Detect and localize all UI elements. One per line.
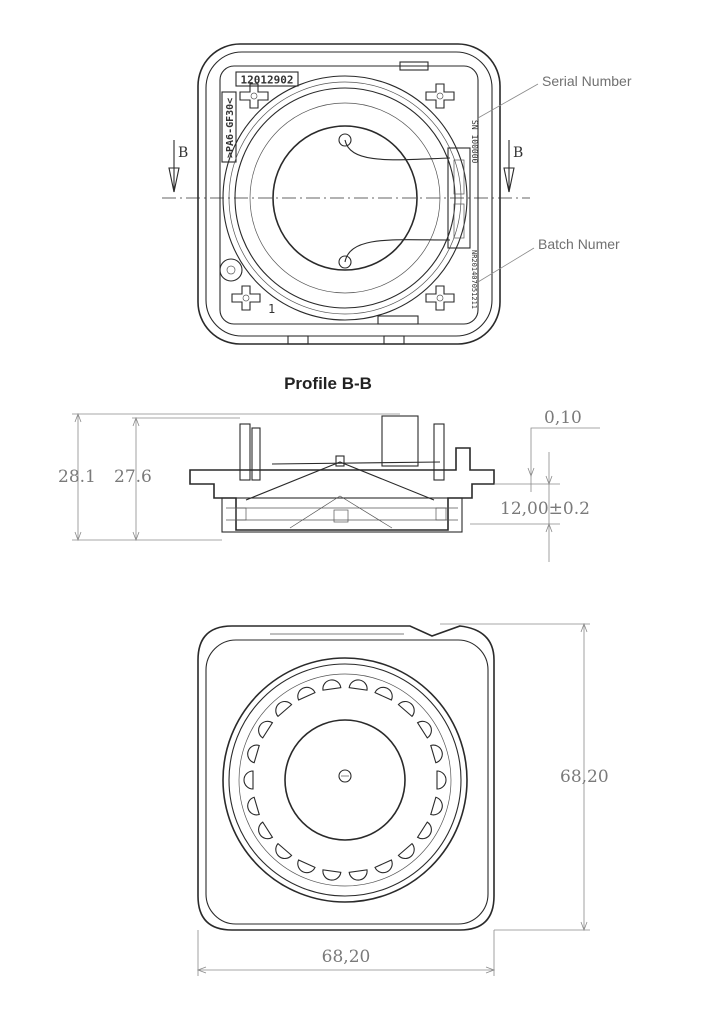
flange-dim: 12,00±0.2 [500, 499, 590, 519]
part-number: 12012902 [241, 74, 294, 87]
post-right [433, 423, 445, 481]
bottom-ring-3 [238, 673, 452, 887]
material-label: >PA6-GF30< [225, 98, 236, 158]
wire-bottom [344, 239, 451, 263]
profile-title: Profile B-B [284, 374, 372, 393]
housing-inner-outline [205, 51, 493, 337]
bottom-tab-left [287, 335, 309, 345]
vent-slot [322, 679, 342, 691]
mount-top-right [425, 83, 455, 109]
terminal-top [338, 133, 352, 147]
vent-slot [430, 744, 443, 764]
profile-connector [381, 415, 419, 467]
offset-dim: 0,10 [544, 408, 582, 428]
date-wheel-icon [219, 258, 243, 282]
mount-bottom-right [425, 285, 455, 311]
bottom-ring-2 [228, 663, 462, 897]
vent-slot [322, 869, 342, 881]
batch-number-callout: Batch Numer [538, 236, 620, 252]
vent-slot [258, 720, 274, 739]
vent-slot [247, 796, 260, 816]
connector-pin-top [453, 159, 465, 195]
section-marker-left: B [178, 145, 188, 161]
profile-wire [271, 461, 441, 465]
post-left-1 [239, 423, 251, 481]
bottom-inner-outline [205, 639, 489, 925]
section-marker-right: B [513, 145, 523, 161]
vent-slot [275, 842, 293, 860]
bottom-slot [377, 315, 419, 325]
height-body-dim: 27.6 [114, 467, 152, 487]
vent-slot [258, 821, 274, 840]
mount-top-left [239, 83, 269, 109]
top-tab [399, 61, 429, 71]
center-opening [272, 125, 418, 271]
vent-slot [430, 796, 443, 816]
vent-slot [416, 821, 432, 840]
housing-outer-outline [197, 43, 501, 345]
vent-slot [374, 686, 393, 701]
post-left-2 [251, 427, 261, 481]
bottom-center-disc [284, 719, 406, 841]
vent-slot [297, 686, 316, 701]
vent-slot [416, 720, 432, 739]
vent-slots [243, 679, 447, 881]
serial-number-callout: Serial Number [542, 73, 632, 89]
bottom-center-screw-icon [338, 769, 352, 783]
vent-slot [397, 842, 415, 860]
top-view: 12012902 >PA6-GF30< [162, 43, 632, 345]
terminal-bottom [338, 255, 352, 269]
vent-slot [348, 679, 368, 691]
connector-pin-bottom [453, 203, 465, 239]
profile-cone [245, 461, 435, 501]
bottom-height-dim: 68,20 [560, 767, 609, 787]
cavity-number: 1 [268, 302, 275, 316]
bottom-tab-right [383, 335, 405, 345]
batch-stamp: NR201407051211 [470, 250, 478, 309]
vent-slot [247, 744, 260, 764]
bottom-ring-outer [222, 657, 468, 903]
vent-slot [297, 859, 316, 874]
profile-body [189, 447, 495, 531]
wire-top [344, 139, 451, 161]
height-overall-dim: 28.1 [58, 467, 96, 487]
profile-lower-body [221, 497, 463, 533]
vent-slot [436, 770, 447, 790]
vent-slot [275, 700, 293, 718]
serial-leader [477, 83, 539, 119]
batch-leader [477, 247, 535, 283]
bottom-view: 68,20 68,20 [196, 622, 609, 976]
vent-slot [348, 869, 368, 881]
vent-slot [374, 859, 393, 874]
vent-slot [243, 770, 254, 790]
bottom-width-dim: 68,20 [322, 947, 371, 967]
vent-slot [397, 700, 415, 718]
serial-stamp: SN 100000 [470, 120, 479, 164]
bottom-outer-outline [197, 625, 495, 931]
profile-view: Profile B-B 28.1 27.6 [58, 374, 600, 562]
mount-bottom-left [231, 285, 261, 311]
part-number-box [235, 71, 299, 87]
housing-plate [219, 65, 479, 325]
